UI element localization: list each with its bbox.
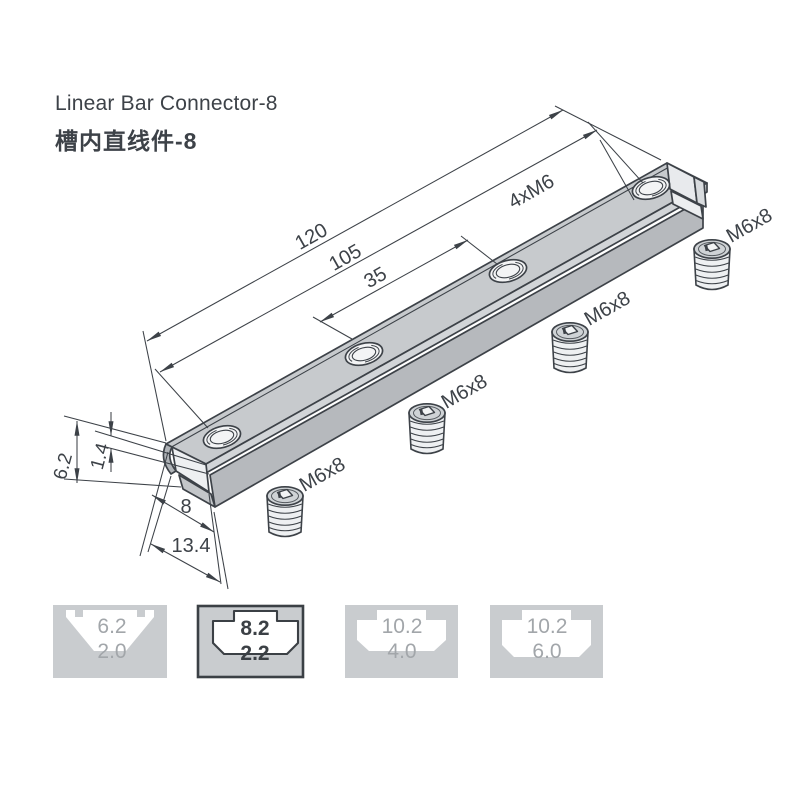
profile-option-3: 10.2 4.0 bbox=[345, 605, 458, 678]
profile-1-lip-depth: 2.0 bbox=[97, 640, 126, 663]
profile-2-slot bbox=[211, 609, 300, 656]
profile-option-2-selected: 8.2 2.2 bbox=[196, 604, 305, 679]
profile-option-4: 10.2 6.0 bbox=[490, 605, 603, 678]
screw-label-1: M6x8 bbox=[296, 453, 349, 496]
screw-label-2: M6x8 bbox=[438, 370, 491, 413]
profile-4-lip-depth: 6.0 bbox=[532, 640, 561, 663]
set-screw-1 bbox=[266, 485, 304, 538]
connector-bar bbox=[162, 162, 708, 508]
profile-4-slot-width: 10.2 bbox=[527, 615, 568, 638]
profile-3-slot bbox=[357, 610, 446, 651]
screw-label-4: M6x8 bbox=[723, 204, 776, 247]
bar-left-end-chamfer bbox=[162, 443, 177, 475]
dim-rib-width: 8 bbox=[180, 496, 191, 518]
set-screw-3 bbox=[551, 321, 589, 374]
bar-right-rib-end-face bbox=[670, 190, 704, 220]
dim-outer-hole-span: 105 bbox=[326, 240, 366, 276]
dim-total-height: 6.2 bbox=[50, 451, 77, 482]
bar-right-end-step bbox=[693, 176, 707, 208]
profile-4-slot bbox=[502, 610, 591, 657]
profile-1-slot bbox=[66, 610, 154, 651]
set-screw-4 bbox=[693, 238, 731, 291]
dim-overall-length: 120 bbox=[292, 219, 332, 255]
profile-3-lip-depth: 4.0 bbox=[387, 640, 416, 663]
profile-1-slot-width: 6.2 bbox=[97, 615, 126, 638]
profile-3-slot-width: 10.2 bbox=[382, 615, 423, 638]
profile-2-slot-width: 8.2 bbox=[240, 617, 269, 640]
profile-option-1: 6.2 2.0 bbox=[53, 605, 167, 678]
profile-2-lip-depth: 2.2 bbox=[240, 642, 269, 665]
page-title-en: Linear Bar Connector-8 bbox=[55, 92, 278, 115]
set-screw-2 bbox=[408, 402, 446, 455]
dim-overall-width: 13.4 bbox=[172, 535, 211, 557]
dim-plate-thickness: 1.4 bbox=[87, 441, 114, 472]
profile-options: 6.2 2.0 8.2 2.2 10.2 4.0 10.2 6.0 bbox=[53, 604, 603, 679]
dim-hole-pitch: 35 bbox=[360, 263, 390, 293]
bar-front-chamfer-strip bbox=[205, 182, 708, 474]
bar-rib-front-face bbox=[209, 198, 704, 508]
